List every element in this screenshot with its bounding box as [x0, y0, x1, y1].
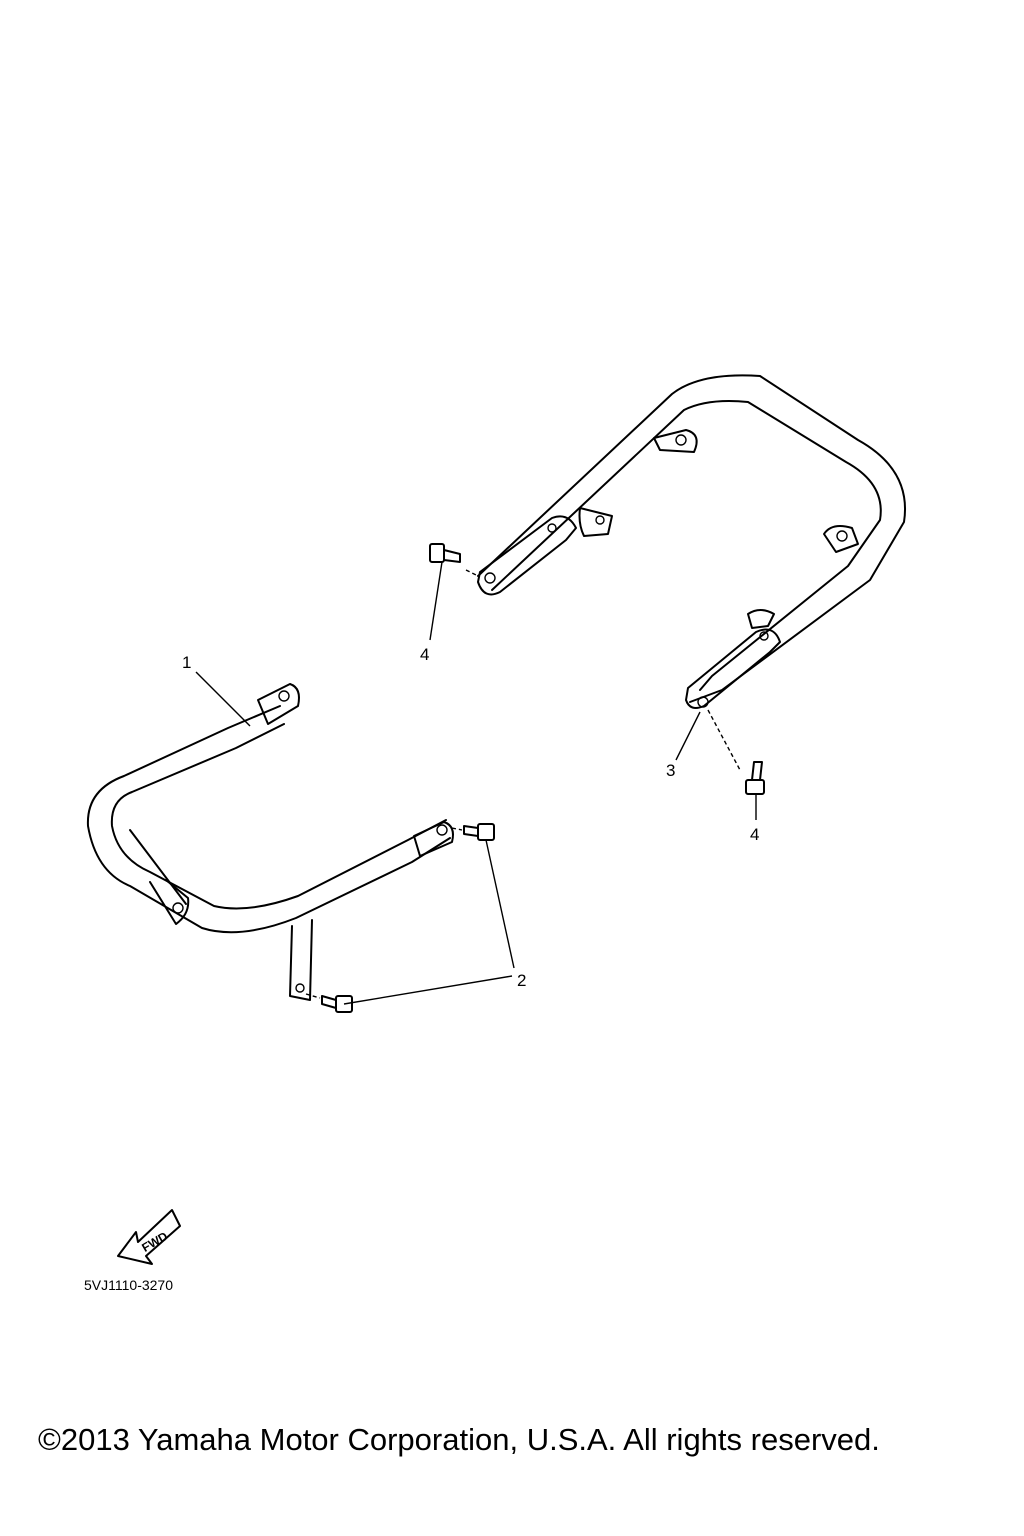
- front-guard-frame: [86, 683, 454, 1001]
- copyright-notice: ©2013 Yamaha Motor Corporation, U.S.A. A…: [38, 1422, 880, 1457]
- bolt-right-icon: [707, 709, 765, 795]
- fwd-arrow-icon: FWD: [117, 1209, 181, 1265]
- bolt-front-lower-icon: [305, 993, 353, 1013]
- callout-part-3: 3: [666, 761, 675, 780]
- bolt-top-icon: [429, 543, 479, 577]
- diagram-code: 5VJ1110-3270: [84, 1277, 173, 1293]
- rear-guard-frame: [477, 374, 906, 709]
- callout-part-1: 1: [182, 653, 191, 672]
- callout-part-2: 2: [517, 971, 526, 990]
- callout-part-4-top: 4: [420, 645, 429, 664]
- bolt-front-upper-icon: [451, 823, 495, 841]
- callout-part-4-right: 4: [750, 825, 759, 844]
- leader-lines: [195, 561, 757, 1005]
- fwd-label: FWD: [139, 1229, 170, 1255]
